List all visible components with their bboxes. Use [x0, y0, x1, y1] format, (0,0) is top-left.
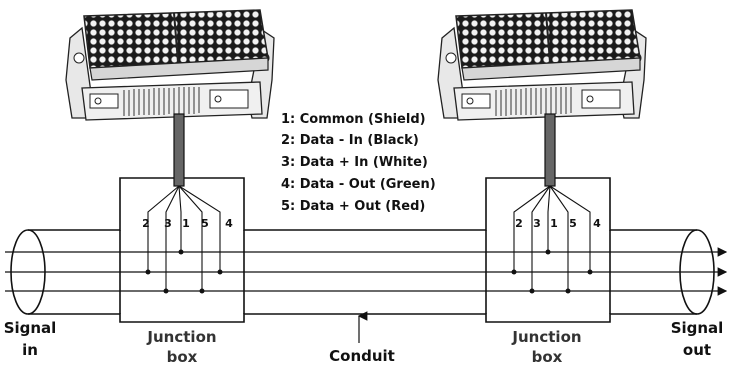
- junction-box-left-label-line1: Junction: [146, 328, 216, 346]
- fanout-left-pin4: [178, 185, 221, 272]
- pin-legend: 1: Common (Shield) 2: Data - In (Black) …: [281, 112, 436, 214]
- pin-label-right-1: 1: [550, 217, 558, 230]
- fanout-left-pin5: [178, 185, 203, 291]
- pin-label-left-2: 2: [142, 217, 150, 230]
- signal-out-label-line2: out: [683, 341, 711, 359]
- fanout-left-pin1: [178, 185, 182, 252]
- pin-label-left-5: 5: [201, 217, 209, 230]
- pin-label-right-4: 4: [593, 217, 601, 230]
- legend-item: 1: Common (Shield): [281, 112, 426, 127]
- junction-box-left-label-line2: box: [167, 348, 198, 366]
- pin-label-right-3: 3: [533, 217, 541, 230]
- fanout-right-pin2: [513, 185, 551, 272]
- legend-item: 3: Data + In (White): [281, 155, 428, 170]
- legend-item: 4: Data - Out (Green): [281, 177, 436, 192]
- fanout-right-pin5: [549, 185, 569, 291]
- fanout-right-pin3: [531, 185, 551, 291]
- fixture-cable-left: [173, 113, 185, 187]
- pin-label-right-2: 2: [515, 217, 523, 230]
- pin-label-left-1: 1: [182, 217, 190, 230]
- fixture-cable-right: [544, 113, 556, 187]
- fanout-right-pin1: [547, 185, 551, 252]
- light-fixture-right: [437, 9, 647, 121]
- pin-label-left-4: 4: [225, 217, 233, 230]
- pin-label-left-3: 3: [164, 217, 172, 230]
- pin-label-right-5: 5: [569, 217, 577, 230]
- signal-out-label-line1: Signal: [671, 319, 724, 337]
- fanout-left-pin3: [165, 185, 180, 291]
- junction-box-right-label-line1: Junction: [511, 328, 581, 346]
- legend-item: 5: Data + Out (Red): [281, 199, 425, 214]
- legend-item: 2: Data - In (Black): [281, 133, 419, 148]
- conduit-label: Conduit: [329, 347, 395, 365]
- junction-box-right-label-line2: box: [532, 348, 563, 366]
- fanout-right-pin4: [549, 185, 591, 272]
- light-fixture-left: [65, 9, 275, 121]
- signal-in-label-line1: Signal: [4, 319, 57, 337]
- signal-in-label-line2: in: [22, 341, 38, 359]
- fanout-left-pin2: [147, 185, 180, 272]
